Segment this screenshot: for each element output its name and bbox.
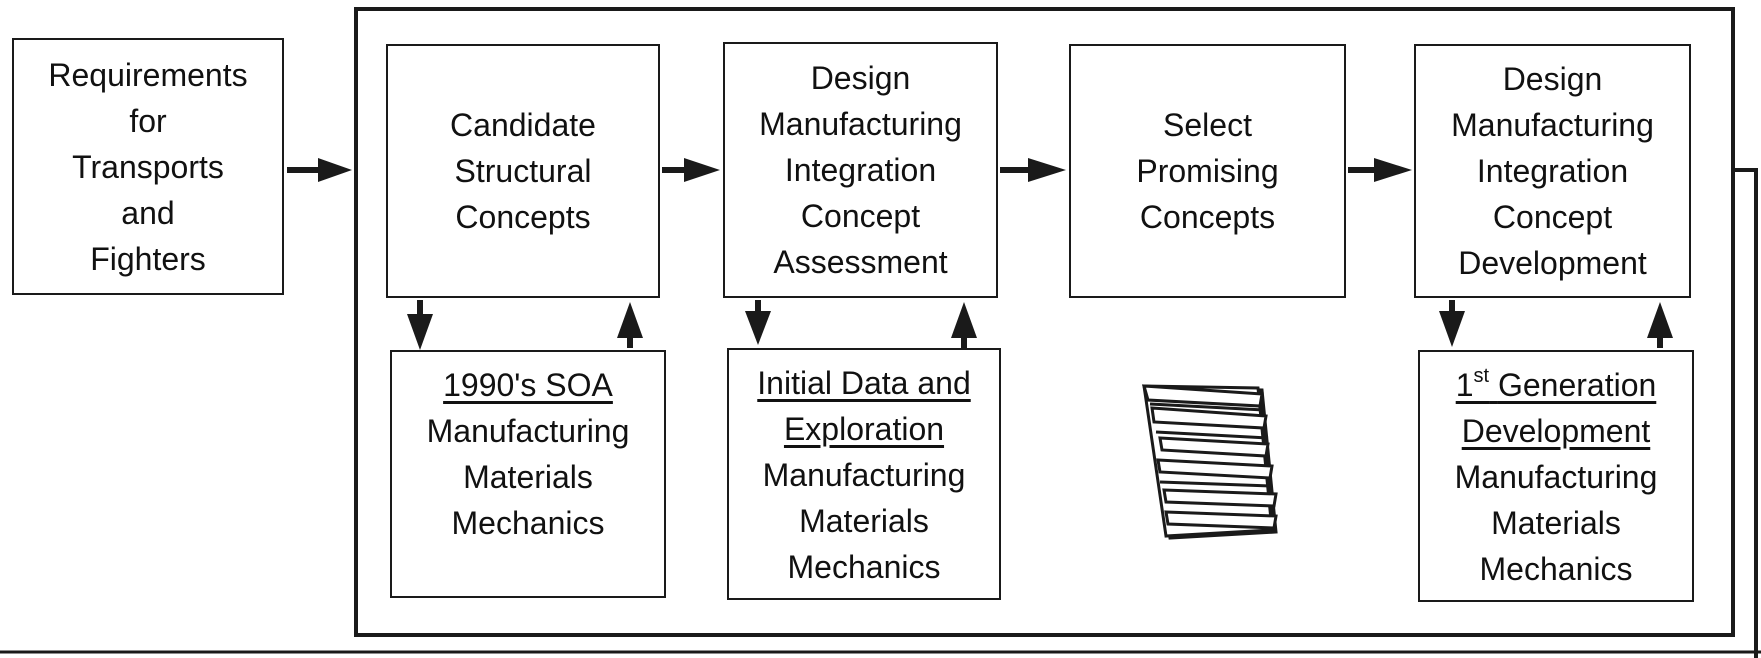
development-line-5: Development <box>1458 245 1647 281</box>
initial-line-3: Mechanics <box>787 549 941 585</box>
development-line-1: Design <box>1502 61 1603 97</box>
soa-heading: 1990's SOA <box>443 367 613 403</box>
arrow-assessment-down <box>745 300 771 345</box>
arrow-candidate-to-assessment <box>662 158 720 182</box>
assessment-line-5: Assessment <box>773 244 948 280</box>
generation-heading-rest: Generation <box>1497 367 1657 403</box>
generation-line-1: Manufacturing <box>1454 459 1658 495</box>
soa-line-1: Manufacturing <box>426 413 630 449</box>
select-concepts-box: Select Promising Concepts <box>1069 44 1346 298</box>
outer-frame <box>354 7 1735 637</box>
generation-line-3: Mechanics <box>1479 551 1633 587</box>
arrow-generation-up <box>1647 302 1673 348</box>
assessment-line-2: Manufacturing <box>759 106 962 142</box>
development-line-2: Manufacturing <box>1451 107 1654 143</box>
requirements-line-3: Transports <box>72 148 224 185</box>
arrow-requirements-to-frame <box>287 158 352 182</box>
generation-heading-num: 1 <box>1455 367 1474 403</box>
select-line-2: Promising <box>1136 153 1279 189</box>
generation-heading-sup: st <box>1473 365 1490 388</box>
development-line-3: Integration <box>1476 153 1629 189</box>
initial-heading-line-1: Initial Data and <box>757 365 971 401</box>
candidate-line-3: Concepts <box>455 199 591 235</box>
candidate-line-1: Candidate <box>450 107 596 143</box>
feedback-line <box>1735 168 1758 658</box>
requirements-line-2: for <box>129 102 167 139</box>
assessment-line-1: Design <box>810 60 911 96</box>
initial-line-2: Materials <box>799 503 929 539</box>
soa-line-3: Mechanics <box>451 505 605 541</box>
requirements-box: Requirements for Transports and Fighters <box>12 38 284 295</box>
assessment-line-3: Integration <box>784 152 937 188</box>
arrow-development-down <box>1439 300 1465 347</box>
development-line-4: Concept <box>1492 199 1613 235</box>
stacked-panel-icon <box>1141 384 1278 540</box>
arrow-candidate-down <box>407 300 433 350</box>
select-line-3: Concepts <box>1139 199 1276 235</box>
requirements-line-4: and <box>121 194 175 231</box>
generation-box: 1st Generation Development Manufacturing… <box>1418 350 1694 602</box>
select-line-1: Select <box>1163 107 1252 143</box>
candidate-concepts-box: Candidate Structural Concepts <box>386 44 660 298</box>
generation-heading-line-2: Development <box>1461 413 1651 449</box>
requirements-line-1: Requirements <box>48 56 248 93</box>
generation-line-2: Materials <box>1491 505 1621 541</box>
requirements-line-5: Fighters <box>90 240 206 277</box>
assessment-line-4: Concept <box>800 198 921 234</box>
arrow-initial-up <box>951 302 977 348</box>
soa-line-2: Materials <box>463 459 593 495</box>
soa-box: 1990's SOA Manufacturing Materials Mecha… <box>390 350 666 598</box>
concept-assessment-box: Design Manufacturing Integration Concept… <box>723 42 998 298</box>
candidate-line-2: Structural <box>454 153 592 189</box>
initial-heading-line-2: Exploration <box>783 411 945 447</box>
arrow-soa-up <box>617 302 643 348</box>
arrow-assessment-to-select <box>1000 158 1066 182</box>
generation-heading-line-1: 1st Generation <box>1456 362 1657 408</box>
arrow-select-to-development <box>1348 158 1412 182</box>
initial-data-box: Initial Data and Exploration Manufacturi… <box>727 348 1001 600</box>
initial-line-1: Manufacturing <box>762 457 966 493</box>
concept-development-box: Design Manufacturing Integration Concept… <box>1414 44 1691 298</box>
